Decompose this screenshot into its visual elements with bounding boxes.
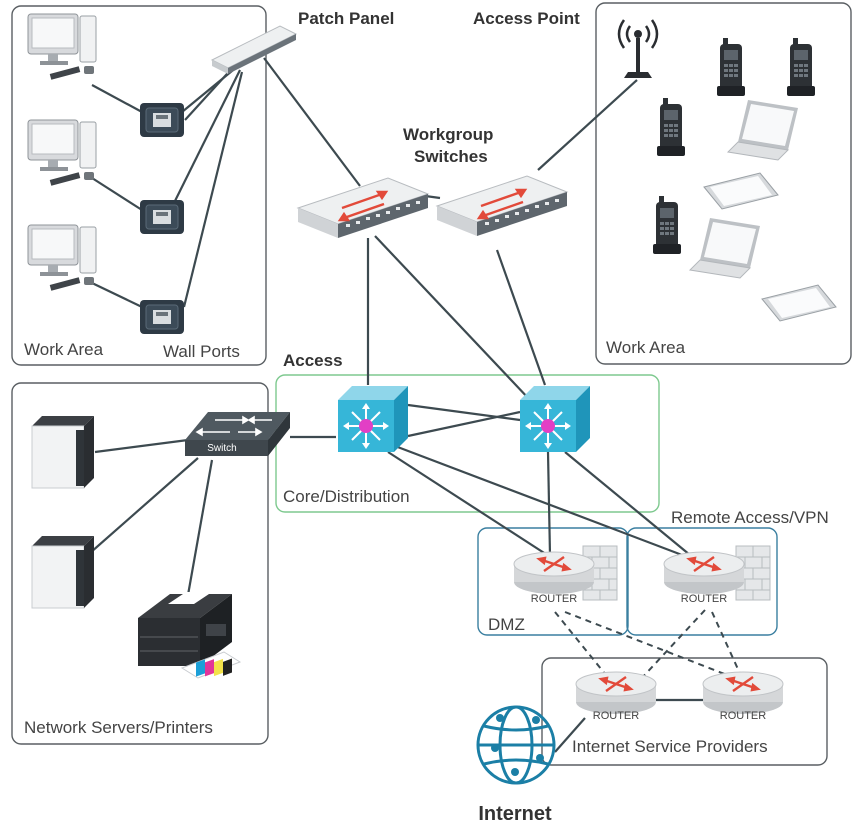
work-area-left-box <box>11 5 267 366</box>
printer-icon <box>138 592 242 679</box>
desktop-computer-icon <box>27 224 97 292</box>
remote-access-box <box>626 527 778 636</box>
router-icon: ROUTER <box>512 550 596 605</box>
router-icon: ROUTER <box>701 670 785 722</box>
tablet-icon <box>703 172 779 210</box>
access-point-label: Access Point <box>473 9 580 28</box>
wall-port-icon <box>139 199 185 235</box>
router-label: ROUTER <box>531 593 578 605</box>
workgroup-switches-label: Workgroup <box>403 125 493 144</box>
access-point-antenna-icon <box>617 19 659 78</box>
cordless-phone-icon <box>787 38 815 96</box>
dmz-label: DMZ <box>488 615 525 634</box>
internet-globe-icon <box>476 705 556 785</box>
work-area-right-label: Work Area <box>606 338 686 357</box>
network-links <box>81 57 743 753</box>
router-label: ROUTER <box>681 593 728 605</box>
core-switch-icon <box>337 385 409 453</box>
tablet-icon <box>761 284 837 322</box>
network-servers-printers-label: Network Servers/Printers <box>24 718 213 737</box>
cordless-phone-icon <box>717 38 745 96</box>
cordless-phone-icon <box>657 98 685 156</box>
servers-printers-box <box>11 382 269 745</box>
switch-icon: Switch <box>185 412 290 456</box>
wall-ports-label: Wall Ports <box>163 342 240 361</box>
router-label: ROUTER <box>593 710 640 722</box>
work-area-left-label: Work Area <box>24 340 104 359</box>
workgroup-switch-icon <box>435 174 569 238</box>
work-area-right-box <box>595 2 852 365</box>
router-icon: ROUTER <box>574 670 658 722</box>
cordless-phone-icon <box>653 196 681 254</box>
server-icon <box>31 415 95 489</box>
core-switch-icon <box>519 385 591 453</box>
switch-label: Switch <box>207 443 236 454</box>
internet-service-providers-label: Internet Service Providers <box>572 737 768 756</box>
internet-label: Internet <box>478 803 552 825</box>
isp-box <box>541 657 828 766</box>
patch-panel-label: Patch Panel <box>298 9 394 28</box>
router-label: ROUTER <box>720 710 767 722</box>
access-label: Access <box>283 351 343 370</box>
server-icon <box>31 535 95 609</box>
desktop-computer-icon <box>27 119 97 187</box>
desktop-computer-icon <box>27 13 97 81</box>
wall-port-icon <box>139 299 185 335</box>
core-distribution-label: Core/Distribution <box>283 487 410 506</box>
remote-access-vpn-label: Remote Access/VPN <box>671 508 829 527</box>
laptop-icon <box>689 217 761 279</box>
dmz-box <box>477 527 629 636</box>
patch-panel-icon <box>210 25 298 74</box>
laptop-icon <box>727 99 799 161</box>
router-icon: ROUTER <box>662 550 746 605</box>
workgroup-switch-icon <box>296 176 430 240</box>
wall-port-icon <box>139 102 185 138</box>
workgroup-switches-label: Switches <box>414 147 488 166</box>
